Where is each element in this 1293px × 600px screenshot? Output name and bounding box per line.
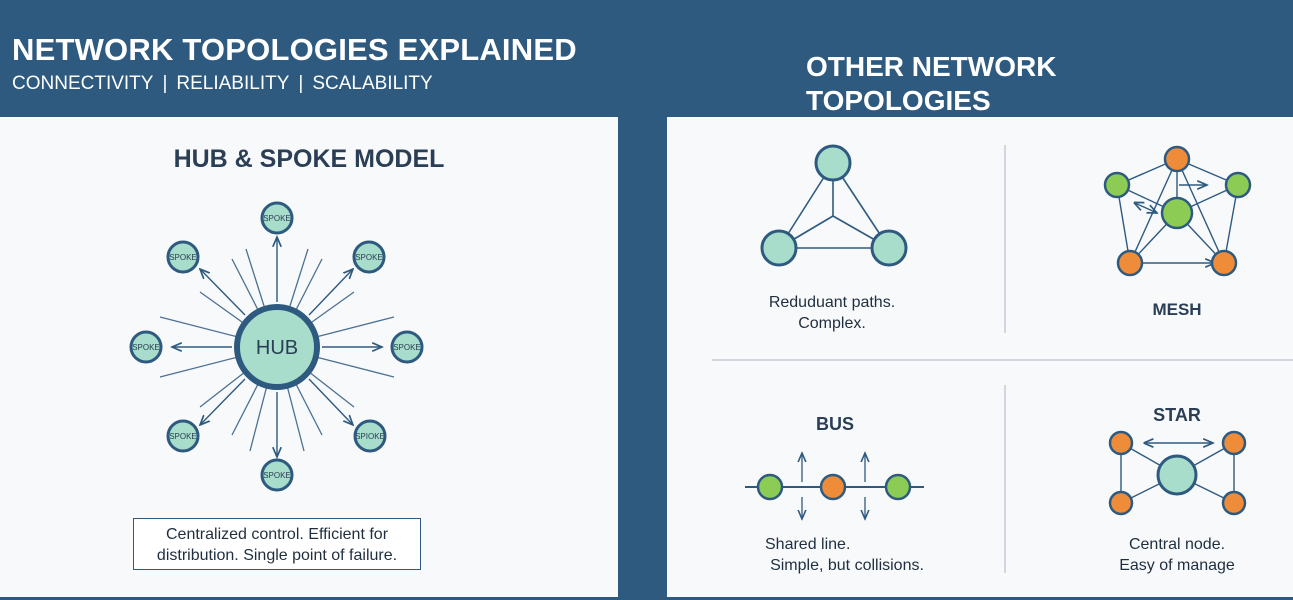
hub-node: HUB (234, 304, 320, 390)
bus-caption: Shared line. Simple, but collisions. (727, 534, 967, 576)
caption-line: Reduduant paths. (768, 294, 896, 311)
hub-spoke-diagram: HUB SPOKE SPOKE SPOKE SPOKE SPOKE SPOKE (129, 201, 424, 492)
spoke-node: SPOKE (129, 330, 163, 364)
star-label: STAR (1153, 405, 1201, 425)
spoke-node: SPOKE (166, 240, 200, 274)
hub-spoke-title: HUB & SPOKE MODEL (173, 145, 445, 173)
topologies-diagram (712, 144, 1293, 573)
bus-label: BUS (815, 414, 854, 434)
spoke-node: SPIOKE (353, 419, 387, 453)
description-line: distribution. Single point of failure. (156, 547, 398, 564)
other-topologies-panel: Reduduant paths. Complex. MESH BUS Share… (667, 117, 1293, 597)
spoke-label: SPIOKE (355, 432, 385, 441)
separator: | (162, 73, 168, 94)
spoke-label: SPOKE (169, 253, 197, 262)
triangle-topology (760, 144, 908, 267)
star-topology (1108, 430, 1247, 516)
spoke-node: SPOKE (352, 240, 386, 274)
spoke-node: SPOKE (260, 458, 294, 492)
tag-scalability: SCALABILITY (312, 73, 433, 94)
hub-spoke-panel: HUB & SPOKE MODEL (0, 117, 618, 597)
spoke-label: SPOKE (263, 214, 291, 223)
caption-line: Easy of manage (1119, 557, 1235, 574)
spoke-node: SPOKE (260, 201, 294, 235)
separator: | (298, 73, 304, 94)
page-title: NETWORK TOPOLOGIES EXPLAINED (12, 32, 577, 67)
star-caption: Central node. Easy of manage (1087, 534, 1267, 576)
spoke-arrows (172, 237, 382, 457)
caption-line: Simple, but collisions. (770, 557, 924, 574)
tag-reliability: RELIABILITY (176, 73, 290, 94)
header-left: NETWORK TOPOLOGIES EXPLAINED CONNECTIVIT… (12, 30, 577, 96)
triangle-caption: Reduduant paths. Complex. (732, 292, 932, 334)
spoke-label: SPOKE (393, 343, 421, 352)
subtitle: CONNECTIVITY | RELIABILITY | SCALABILITY (12, 72, 577, 96)
caption-line: Complex. (798, 315, 866, 332)
spoke-label: SPOKE (169, 432, 197, 441)
mesh-topology (1103, 145, 1252, 277)
spoke-label: SPOKE (263, 471, 291, 480)
caption-line: Central node. (1128, 536, 1226, 553)
description-line: Centralized control. Efficient for (165, 526, 389, 543)
tag-connectivity: CONNECTIVITY (12, 73, 154, 94)
spoke-node: SPOKE (390, 330, 424, 364)
spoke-label: SPOKE (355, 253, 383, 262)
spoke-node: SPOKE (166, 419, 200, 453)
section-title-other: OTHER NETWORK TOPOLOGIES (806, 51, 1057, 116)
hub-label: HUB (256, 337, 298, 359)
bus-topology (745, 453, 924, 519)
mesh-label: MESH (1152, 300, 1202, 319)
hub-spoke-description: Centralized control. Efficient for distr… (133, 518, 421, 570)
caption-line: Shared line. (765, 536, 851, 553)
spoke-label: SPOKE (132, 343, 160, 352)
